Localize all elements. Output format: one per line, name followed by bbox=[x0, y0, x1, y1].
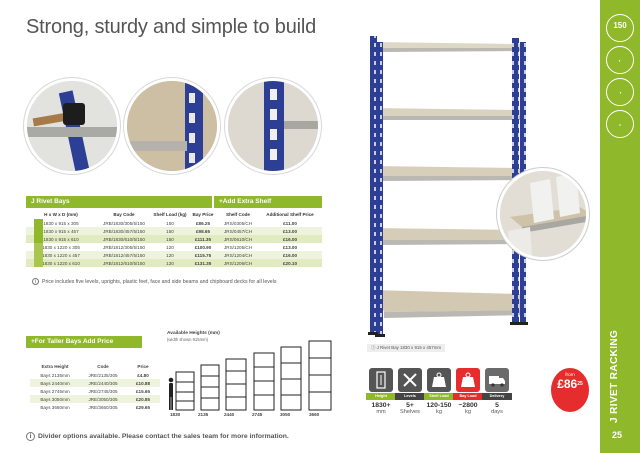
person-silhouette-icon bbox=[168, 377, 174, 410]
divider-detail-photo bbox=[497, 168, 589, 260]
feature-icon: ◑ bbox=[618, 90, 622, 95]
height-label: 3050 bbox=[280, 412, 291, 417]
hammer-photo bbox=[24, 78, 120, 174]
table-row: Bays 2135mm JRE/2135/305 £4.80 bbox=[40, 372, 149, 378]
available-heights-title: Available Heights (mm) bbox=[167, 331, 220, 336]
sidebar-icon: ◑ bbox=[606, 78, 634, 106]
height-comparison-diagram bbox=[168, 340, 332, 411]
weight-icon bbox=[456, 368, 480, 392]
height-label: 3660 bbox=[309, 412, 320, 417]
info-icon: i bbox=[26, 432, 35, 441]
upright-photo bbox=[225, 78, 321, 174]
section-title: J RIVET RACKING bbox=[609, 329, 620, 423]
spec-delivery: Delivery 5 days bbox=[482, 368, 512, 415]
page-number: 25 bbox=[612, 430, 623, 440]
truck-icon bbox=[485, 368, 509, 392]
col-header: Additional Shelf Price bbox=[266, 211, 314, 217]
table-row: 1830 x 915 x 305 JRB/1830/305/5/150 150 … bbox=[43, 220, 297, 226]
height-label: 1830 bbox=[170, 412, 181, 417]
height-icon bbox=[369, 368, 393, 392]
table-row: 1830 x 1220 x 610 JRB/1812/610/5/150 120… bbox=[26, 259, 322, 267]
sidebar-icon: ◒ bbox=[606, 110, 634, 138]
chipboard-photo bbox=[124, 78, 220, 174]
spec-shelf-load: Shelf Load 120-150 kg bbox=[424, 368, 454, 415]
col-header: Bay Price bbox=[192, 211, 214, 217]
page-title: Strong, sturdy and simple to build bbox=[26, 16, 317, 38]
taller-bays-table: Extra Height Code Price Bays 2135mm JRE/… bbox=[30, 362, 160, 411]
bays-table-header: J Rivet Bays bbox=[26, 196, 212, 208]
table-row: 1830 x 915 x 457 JRB/1830/457/5/150 150 … bbox=[26, 227, 322, 235]
price-badge: from £8625 bbox=[551, 368, 589, 412]
levels-icon bbox=[398, 368, 422, 392]
spec-bay-load: Bay Load ~2800 kg bbox=[453, 368, 483, 415]
table-row: 1830 x 1220 x 305 JRB/1812/305/5/150 120… bbox=[42, 244, 298, 250]
height-label: 2745 bbox=[252, 412, 263, 417]
sidebar: 150 ◐ ◑ ◒ bbox=[600, 0, 640, 453]
spec-height: Height 1830+ mm bbox=[366, 368, 396, 415]
feature-icon: ◐ bbox=[618, 58, 622, 63]
table-row: Bays 2745mm JRE/2745/305 £15.65 bbox=[40, 388, 151, 394]
feature-icon: ◒ bbox=[618, 122, 622, 127]
info-icon: ⓘ bbox=[371, 345, 377, 350]
height-label: 2440 bbox=[224, 412, 235, 417]
height-label: 2135 bbox=[198, 412, 209, 417]
available-heights-subtitle: (width shown 915mm) bbox=[167, 337, 208, 342]
side-tag bbox=[34, 219, 43, 243]
spec-levels: Levels 5+ Shelves bbox=[395, 368, 425, 415]
bays-table: H x W x D (mm) Bay Code Shelf Load (kg) … bbox=[26, 209, 322, 267]
info-icon: i bbox=[32, 278, 39, 285]
table-row: Bays 3050mm JRE/3050/305 £20.85 bbox=[30, 395, 160, 403]
col-header: Shelf Load (kg) bbox=[153, 211, 187, 217]
col-header: Bay Code bbox=[113, 211, 135, 217]
sidebar-icon: ◐ bbox=[606, 46, 634, 74]
side-tag bbox=[34, 243, 43, 267]
load-badge: 150 bbox=[606, 14, 634, 42]
table-row: Bays 3660mm JRE/3660/305 £29.65 bbox=[40, 404, 151, 410]
extra-shelf-header: +Add Extra Shelf bbox=[214, 196, 322, 208]
col-header: Shelf Code bbox=[226, 211, 250, 217]
weight-icon bbox=[427, 368, 451, 392]
table-row: Bays 2440mm JRE/2440/305 £10.88 bbox=[30, 379, 160, 387]
table-row: 1830 x 915 x 610 JRB/1830/610/5/150 150 … bbox=[26, 235, 322, 243]
table-row: 1830 x 1220 x 457 JRB/1812/457/5/150 120… bbox=[26, 251, 322, 259]
col-header: H x W x D (mm) bbox=[44, 211, 78, 217]
product-caption: ⓘ J Rivet Bay 1830 x 915 x 457mm bbox=[367, 344, 446, 352]
taller-bays-header: +For Taller Bays Add Price bbox=[26, 336, 142, 348]
